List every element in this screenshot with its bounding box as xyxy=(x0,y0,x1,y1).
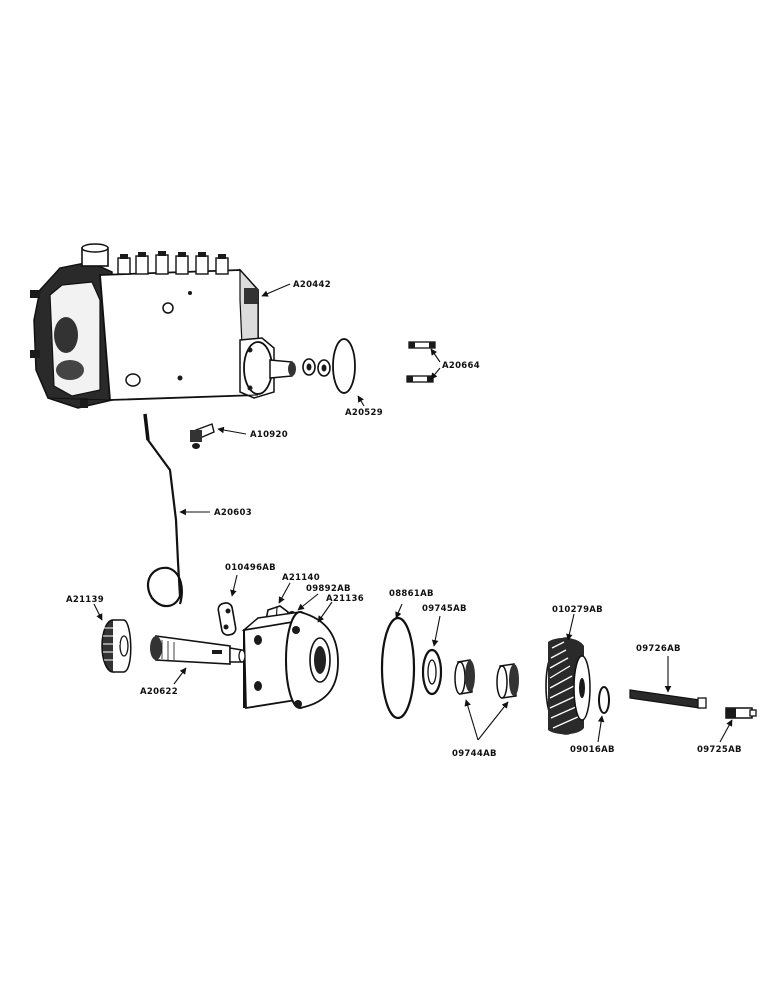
stud-09725ab xyxy=(725,707,757,719)
label-09726ab: 09726AB xyxy=(636,644,681,654)
label-a20603: A20603 xyxy=(214,508,252,518)
shaft-nut-pair xyxy=(302,358,331,377)
label-a10920: A10920 xyxy=(250,430,288,440)
label-09016ab: 09016AB xyxy=(570,745,615,755)
o-ring-a20529 xyxy=(332,338,356,394)
injection-pump-assembly xyxy=(30,243,296,409)
seal-ring-08861ab xyxy=(380,616,416,720)
label-09745ab: 09745AB xyxy=(422,604,467,614)
label-010279ab: 010279AB xyxy=(552,605,603,615)
fuel-line-a20603 xyxy=(143,413,183,608)
drive-housing-a21136 xyxy=(241,610,339,710)
label-09725ab: 09725AB xyxy=(697,745,742,755)
label-010496ab: 010496AB xyxy=(225,563,276,573)
studs-a20664 xyxy=(406,341,436,383)
shaft-09726ab xyxy=(629,689,707,709)
label-09744ab: 09744AB xyxy=(452,749,497,759)
label-a20442: A20442 xyxy=(293,280,331,290)
bushing-09744ab-1 xyxy=(454,659,475,695)
drive-shaft-a20622 xyxy=(150,635,246,665)
elbow-fitting-a10920 xyxy=(190,423,215,449)
bushing-09744ab-2 xyxy=(496,663,519,699)
label-a21136: A21136 xyxy=(326,594,364,604)
label-09892ab: 09892AB xyxy=(306,584,351,594)
label-a21139: A21139 xyxy=(66,595,104,605)
thrust-washer-09745ab xyxy=(421,648,443,696)
label-a20622: A20622 xyxy=(140,687,178,697)
label-a20664: A20664 xyxy=(442,361,480,371)
helical-gear-010279ab xyxy=(545,637,591,735)
label-a21140: A21140 xyxy=(282,573,320,583)
lock-plate-010496ab xyxy=(217,602,237,636)
gear-a21139 xyxy=(101,619,132,673)
label-a20529: A20529 xyxy=(345,408,383,418)
snap-ring-09016ab xyxy=(598,686,610,714)
label-08861ab: 08861AB xyxy=(389,589,434,599)
